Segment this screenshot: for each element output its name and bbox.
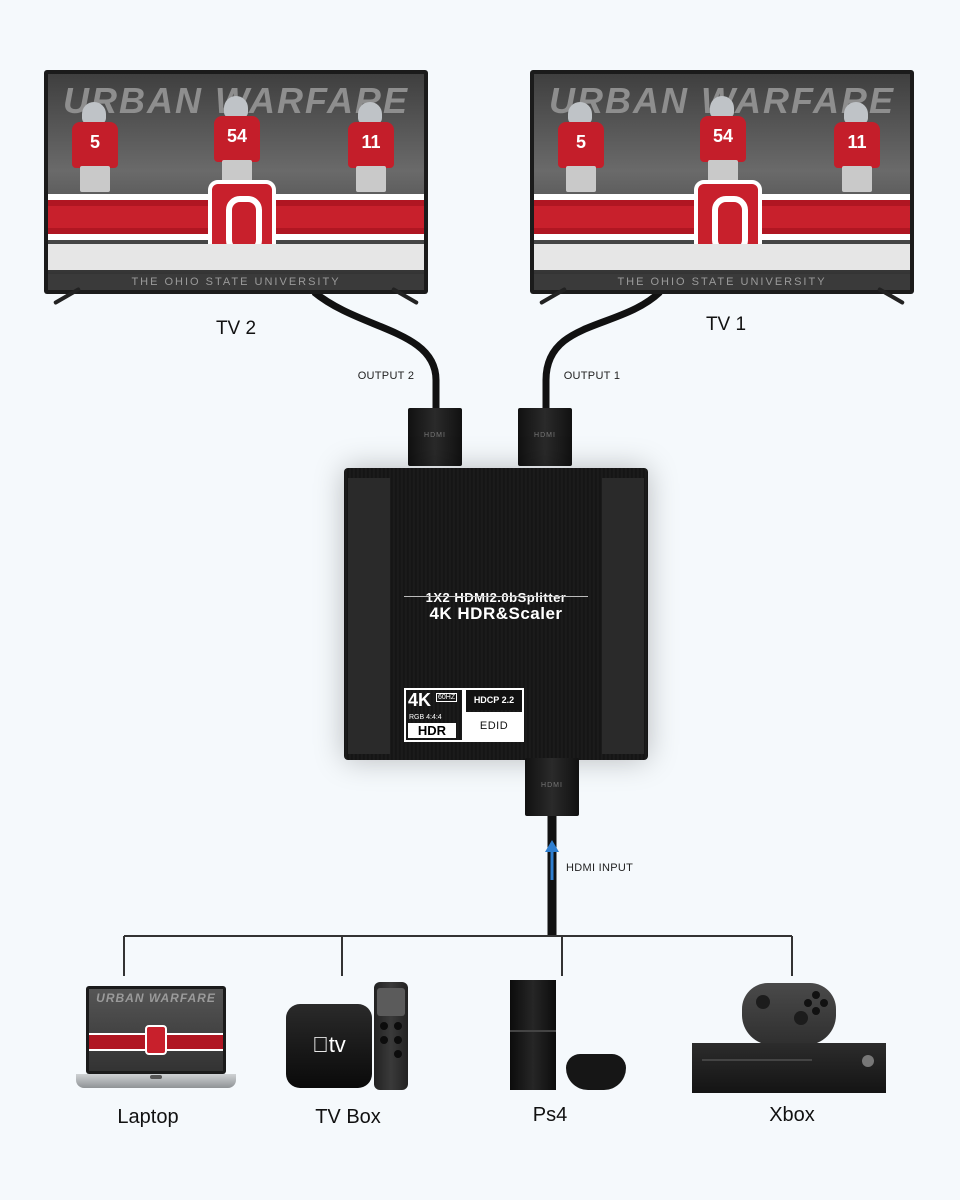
- splitter-left-panel: [348, 478, 390, 754]
- tv-box: tv: [286, 1004, 372, 1088]
- ps4-console: [510, 980, 556, 1090]
- laptop-screen: URBAN WARFARE: [86, 986, 226, 1074]
- device-tree-lines: [123, 935, 793, 976]
- output-2-label: OUTPUT 2: [357, 370, 415, 382]
- hdmi-splitter: 1X2 HDMI2.0bSplitter 4K HDR&Scaler 4K 60…: [344, 468, 648, 760]
- tv-1-screen: URBAN WARFARE 5 54 11 THE OHIO STATE UNI…: [534, 74, 910, 290]
- input-arrow: [545, 840, 559, 852]
- 4k-hdr-badge: 4K 60HZ RGB 4:4:4 HDR: [404, 688, 464, 742]
- hdcp-edid-badge: HDCP 2.2 EDID: [464, 688, 524, 742]
- 4k-text: 4K: [408, 690, 432, 710]
- splitter-right-panel: [602, 478, 644, 754]
- player: 11: [344, 102, 398, 192]
- player: 5: [554, 102, 608, 192]
- team-logos-strip: [48, 244, 424, 270]
- tv-1-label: TV 1: [705, 314, 747, 335]
- laptop-screen-title: URBAN WARFARE: [96, 991, 216, 1005]
- tv-2-screen: URBAN WARFARE 5 54 11 THE OHIO STATE UNI…: [48, 74, 424, 290]
- player: 54: [210, 96, 264, 186]
- hdcp-text: HDCP 2.2: [466, 690, 522, 710]
- xbox-controller: [742, 983, 836, 1045]
- tv-box-label: TV Box: [315, 1106, 381, 1128]
- screen-footer: THE OHIO STATE UNIVERSITY: [534, 274, 910, 290]
- splitter-body: [344, 468, 648, 760]
- tv-1: URBAN WARFARE 5 54 11 THE OHIO STATE UNI…: [530, 70, 914, 316]
- remote-control: [374, 982, 408, 1090]
- splitter-feature-text: 4K HDR&Scaler: [429, 604, 563, 623]
- hdr-text: HDR: [408, 723, 456, 738]
- laptop-block-o: [145, 1025, 167, 1055]
- hdmi-plug-output-1: HDMI: [518, 408, 572, 466]
- player: 11: [830, 102, 884, 192]
- tv-2: URBAN WARFARE 5 54 11 THE OHIO STATE UNI…: [44, 70, 428, 316]
- xbox-label: Xbox: [769, 1104, 815, 1126]
- hdmi-input-label: HDMI INPUT: [566, 862, 634, 874]
- xbox-logo-icon: [862, 1055, 874, 1067]
- cable-output-1: [542, 289, 663, 410]
- xbox-console: [692, 1043, 886, 1093]
- screen-footer: THE OHIO STATE UNIVERSITY: [48, 274, 424, 290]
- team-logos-strip: [534, 244, 910, 270]
- ps4-controller: [566, 1054, 626, 1090]
- laptop-base: [76, 1074, 236, 1088]
- laptop-label: Laptop: [117, 1106, 179, 1128]
- edid-text: EDID: [466, 712, 522, 740]
- 60hz-text: 60HZ: [436, 693, 458, 702]
- rgb-text: RGB 4:4:4: [409, 714, 442, 721]
- remote-touchpad: [377, 988, 405, 1016]
- splitter-divider: [404, 596, 588, 597]
- tv-2-label: TV 2: [215, 318, 257, 339]
- ps4-label: Ps4: [532, 1104, 568, 1126]
- player: 5: [68, 102, 122, 192]
- hdmi-plug-input: HDMI: [525, 758, 579, 816]
- splitter-model-text: 1X2 HDMI2.0bSplitter: [425, 590, 567, 605]
- output-1-label: OUTPUT 1: [563, 370, 621, 382]
- cable-output-2: [311, 289, 440, 410]
- apple-tv-logo-icon: tv: [312, 1032, 346, 1057]
- hdmi-plug-output-2: HDMI: [408, 408, 462, 466]
- player: 54: [696, 96, 750, 186]
